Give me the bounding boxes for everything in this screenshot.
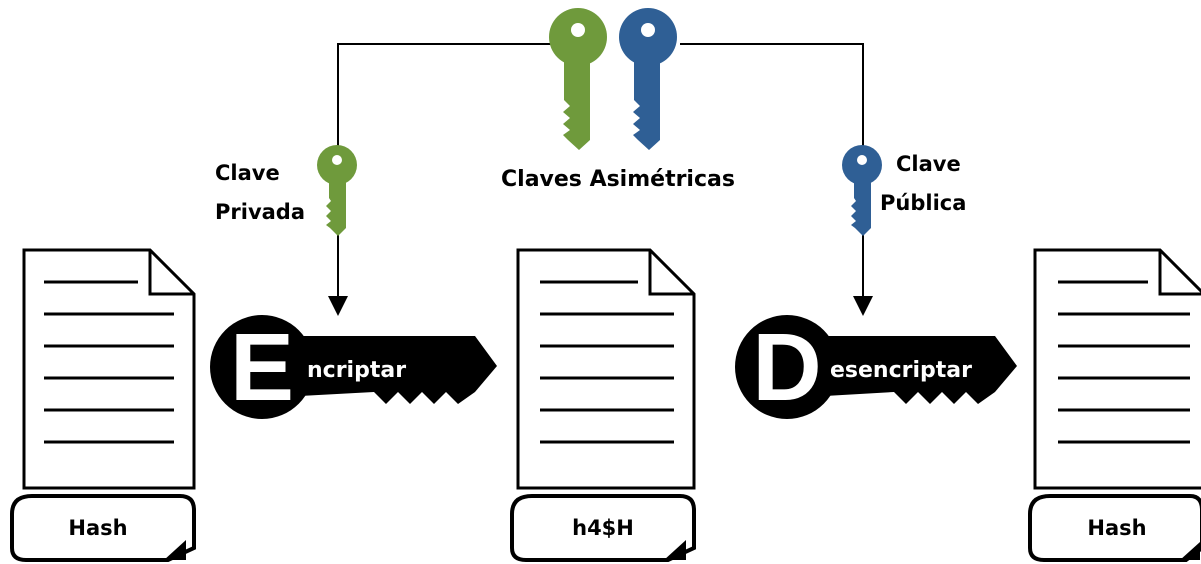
document-icon [1033,248,1201,490]
document-tag-label: Hash [1087,516,1146,540]
hash-tag-icon [1028,494,1201,562]
private-key-label-line1: Clave [215,161,280,185]
document-tag-label: Hash [68,516,127,540]
document-icon [22,248,196,490]
document-icon [516,248,696,490]
decrypt-key-icon [735,315,1017,419]
encrypt-key-icon [210,315,497,419]
private-key-icon [317,145,357,236]
hash-tag-icon [10,494,196,562]
private-key-label-line2: Privada [215,200,305,224]
encrypt-label: ncriptar [307,358,406,383]
decrypt-initial: D [752,314,821,421]
center-title: Claves Asimétricas [501,167,735,192]
blue-key-icon [619,8,677,150]
decrypt-label: esencriptar [830,358,972,383]
public-key-label-line1: Clave [896,152,961,176]
hash-tag-icon [510,494,696,562]
public-key-icon [842,145,882,236]
green-key-icon [549,8,607,150]
public-key-label-line2: Pública [880,191,966,215]
document-tag-label: h4$H [572,516,634,540]
encrypt-initial: E [230,314,294,421]
